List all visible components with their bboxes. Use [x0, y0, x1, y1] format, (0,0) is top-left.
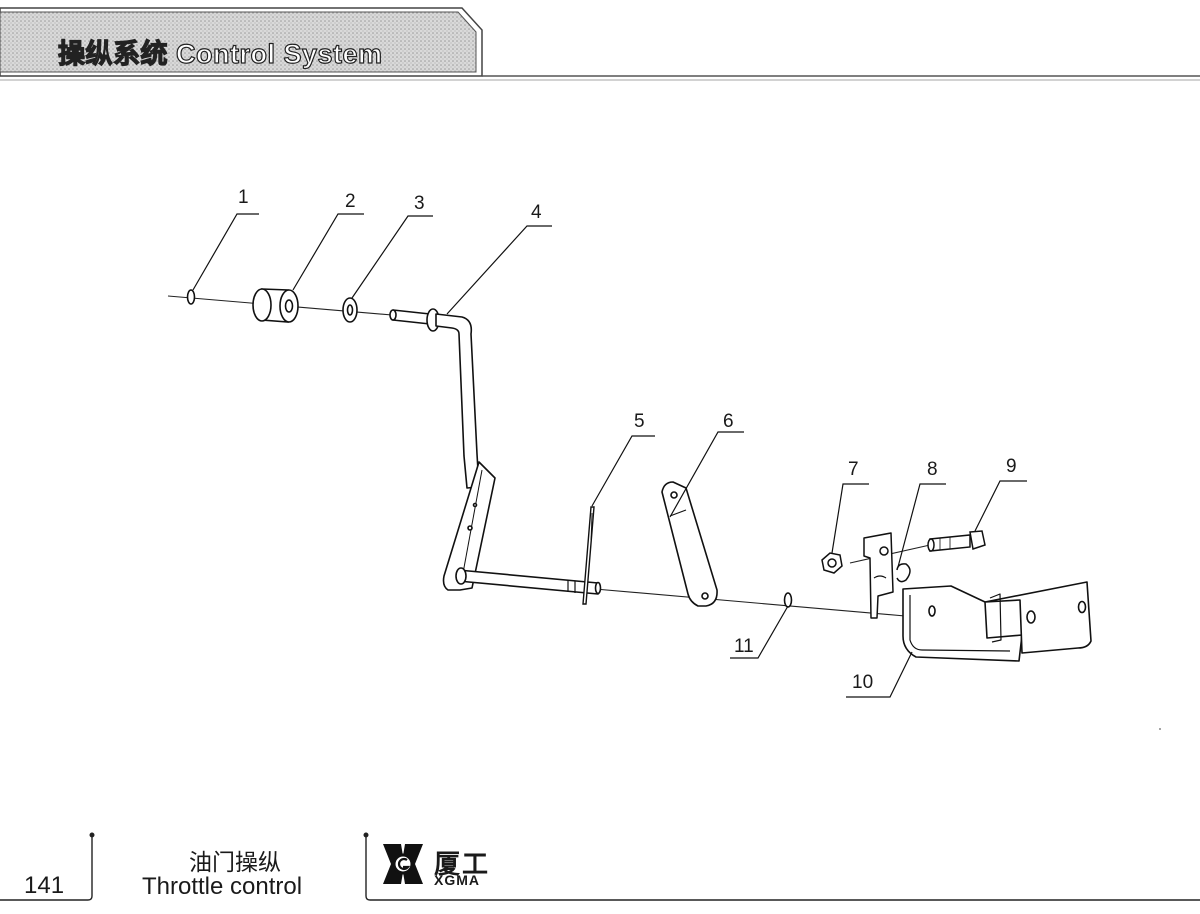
page-number: 141 — [24, 872, 65, 899]
part-9-bolt — [927, 530, 986, 552]
callout-leaders — [192, 213, 1027, 698]
brand-name-english: XGMA — [434, 872, 480, 888]
xgma-logo-icon — [381, 842, 425, 886]
section-banner — [0, 7, 1200, 81]
scan-speck — [1159, 728, 1161, 730]
callout-4: 4 — [531, 202, 542, 223]
section-title: 操纵系统 Control System — [57, 38, 383, 69]
callout-2: 2 — [345, 191, 356, 212]
part-1-snap-ring — [186, 289, 196, 305]
callout-5: 5 — [634, 411, 645, 432]
part-6-link-plate — [661, 481, 718, 607]
footer-frame — [0, 832, 1200, 901]
part-7-nut — [821, 552, 843, 574]
callout-labels: 1 2 3 4 5 6 7 8 9 10 11 — [238, 187, 1017, 693]
drawing-title-chinese: 油门操纵 — [189, 850, 281, 876]
callout-11: 11 — [734, 636, 754, 657]
part-3-washer — [342, 297, 358, 323]
drawing-title-english: Throttle control — [142, 873, 303, 900]
callout-7: 7 — [848, 459, 859, 480]
callout-8: 8 — [927, 459, 938, 480]
callout-9: 9 — [1006, 456, 1017, 477]
part-10-mounting-bracket — [902, 581, 1092, 662]
brand-name-chinese: 厦工 — [434, 850, 491, 880]
part-11-snap-ring — [783, 592, 793, 608]
callout-3: 3 — [414, 193, 425, 214]
part-8-bracket-plate — [863, 532, 911, 619]
callout-10: 10 — [852, 672, 873, 693]
part-4-throttle-lever — [389, 308, 602, 595]
part-2-bushing — [252, 288, 299, 323]
assembly-axis-lines — [167, 295, 931, 617]
callout-6: 6 — [723, 411, 734, 432]
callout-1: 1 — [238, 187, 249, 208]
part-5-cotter-pin — [582, 506, 595, 605]
